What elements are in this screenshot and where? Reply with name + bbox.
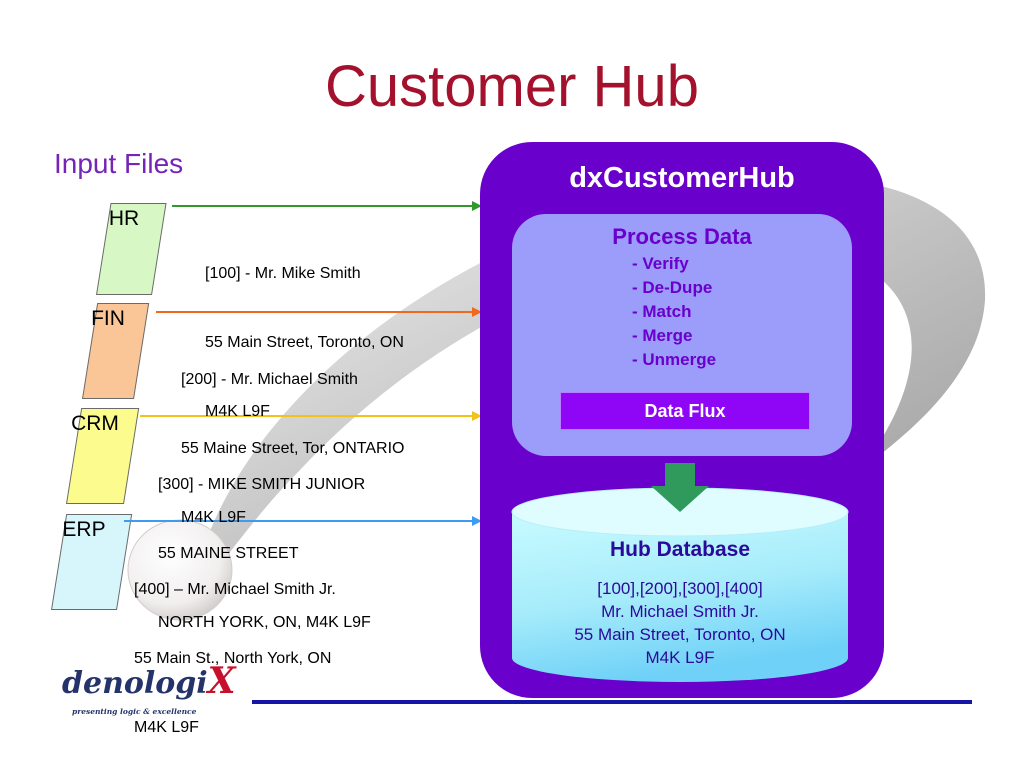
record-line: [300] - MIKE SMITH JUNIOR — [158, 476, 366, 493]
arrow-fin — [156, 307, 482, 317]
record-line: [100] - Mr. Mike Smith — [205, 265, 361, 282]
record-fin: [200] - Mr. Michael Smith 55 Maine Stree… — [181, 322, 405, 552]
denologix-logo: denologiX — [62, 660, 236, 702]
record-line: 55 MAINE STREET — [158, 545, 299, 562]
process-step: - Verify — [632, 254, 689, 273]
record-line: 55 Maine Street, Tor, ONTARIO — [181, 440, 405, 457]
input-file-hr: HR — [96, 203, 167, 295]
hub-title: dxCustomerHub — [569, 162, 795, 194]
record-hr: [100] - Mr. Mike Smith 55 Main Street, T… — [205, 216, 404, 446]
record-line: M4K L9F — [134, 719, 199, 736]
arrow-hr — [172, 201, 482, 211]
record-line: M4K L9F — [181, 509, 246, 526]
process-data-title: Process Data — [612, 224, 752, 249]
input-file-label: HR — [108, 207, 140, 230]
logo-tagline: presenting logic & excellence — [72, 707, 197, 716]
record-line: NORTH YORK, ON, M4K L9F — [158, 614, 371, 631]
footer-divider — [252, 700, 972, 704]
process-step: - Merge — [632, 326, 693, 345]
input-file-crm: CRM — [66, 408, 140, 504]
input-file-fin: FIN — [82, 303, 150, 399]
record-erp: [400] – Mr. Michael Smith Jr. 55 Main St… — [134, 532, 336, 762]
down-arrow-icon — [651, 463, 709, 512]
process-steps: - Verify - De-Dupe - Match - Merge - Unm… — [632, 252, 716, 372]
arrow-crm — [140, 411, 482, 421]
record-line: [400] – Mr. Michael Smith Jr. — [134, 581, 336, 598]
record-crm: [300] - MIKE SMITH JUNIOR 55 MAINE STREE… — [158, 427, 371, 657]
process-step: - Unmerge — [632, 350, 717, 369]
input-file-label: CRM — [71, 412, 119, 435]
input-file-label: ERP — [62, 518, 106, 541]
hub-database-record: [100],[200],[300],[400] Mr. Michael Smit… — [512, 577, 848, 669]
input-files-label: Input Files — [54, 148, 184, 179]
record-line: [200] - Mr. Michael Smith — [181, 371, 358, 388]
record-line: 55 Main Street, Toronto, ON — [205, 334, 404, 351]
process-step: - Match — [632, 302, 692, 321]
arrow-erp — [124, 516, 482, 526]
database-cylinder — [512, 512, 848, 682]
record-line: [100],[200],[300],[400] — [597, 579, 763, 598]
page-title: Customer Hub — [325, 54, 699, 119]
process-step: - De-Dupe — [632, 278, 713, 297]
hub-database-title: Hub Database — [609, 538, 751, 561]
input-file-erp: ERP — [51, 514, 133, 610]
record-line: M4K L9F — [205, 403, 270, 420]
record-line: Mr. Michael Smith Jr. — [601, 602, 759, 621]
data-flux-bar: Data Flux — [560, 392, 810, 430]
logo-accent: X — [207, 660, 236, 702]
record-line: M4K L9F — [645, 648, 715, 667]
logo-main: denologi — [62, 666, 208, 701]
record-line: 55 Main St., North York, ON — [134, 650, 332, 667]
record-line: 55 Main Street, Toronto, ON — [574, 625, 786, 644]
input-file-label: FIN — [91, 307, 125, 330]
